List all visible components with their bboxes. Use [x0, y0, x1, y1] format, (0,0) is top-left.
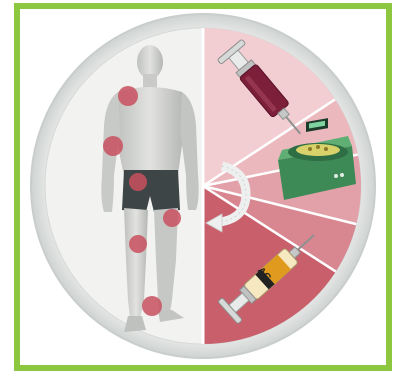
joint-spot-elbow [103, 136, 123, 156]
joint-spot-ankle [142, 296, 162, 316]
joint-spot-hand [163, 209, 181, 227]
joint-spot-hip [129, 173, 147, 191]
joint-spot-shoulder [118, 86, 138, 106]
joint-spot-knee [129, 235, 147, 253]
